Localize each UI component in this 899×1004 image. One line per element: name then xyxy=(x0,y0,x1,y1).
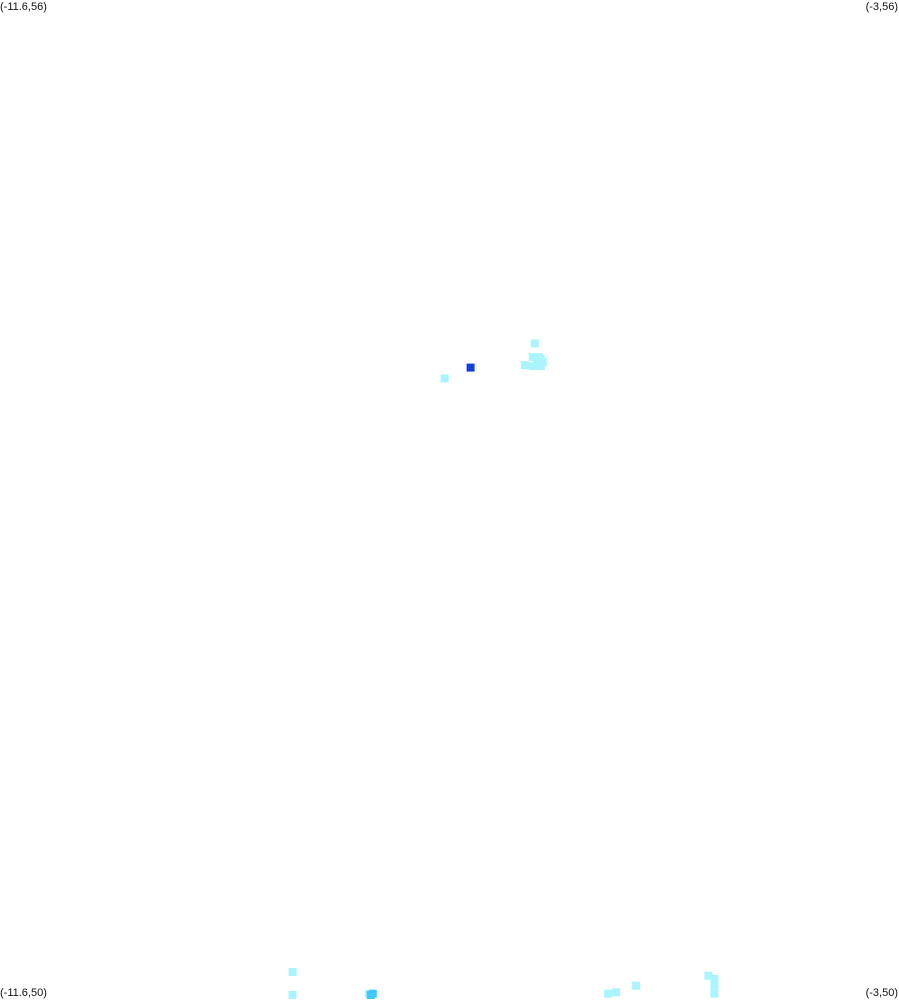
data-cell-low xyxy=(520,361,529,370)
data-cell-low xyxy=(604,989,613,998)
data-cell-low xyxy=(710,981,719,990)
corner-label-bottom-left: (-11.6,50) xyxy=(0,987,47,999)
data-cell-low xyxy=(704,971,713,980)
data-cell-low xyxy=(288,968,297,976)
data-cell-layer xyxy=(288,339,719,999)
data-cell-low xyxy=(528,353,537,362)
data-cell-low xyxy=(440,374,449,383)
data-cell-high xyxy=(466,363,475,372)
data-cell-low xyxy=(536,362,545,371)
data-cell-mid xyxy=(366,991,375,999)
data-cell-low xyxy=(528,362,537,371)
data-cell-low xyxy=(632,981,641,990)
data-cell-low xyxy=(710,989,719,998)
data-cell-low xyxy=(530,339,539,348)
data-cell-low xyxy=(612,988,621,997)
corner-label-top-left: (-11.6,56) xyxy=(0,1,47,13)
corner-label-bottom-right: (-3,50) xyxy=(865,987,898,999)
corner-label-top-right: (-3,56) xyxy=(865,1,898,13)
data-cell-low xyxy=(288,991,297,999)
data-cell-low xyxy=(710,975,719,983)
